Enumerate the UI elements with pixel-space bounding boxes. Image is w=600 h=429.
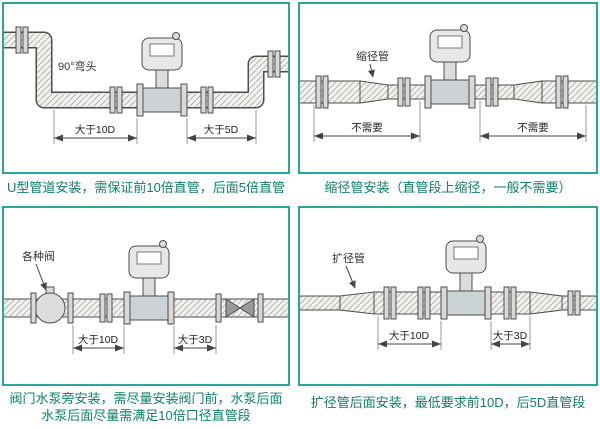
expander-leader [345, 265, 356, 289]
caption-reducer: 缩径管安装（直管段上缩径，一般不需要） [324, 180, 572, 195]
dim-before-label: 不需要 [351, 122, 383, 134]
flange-pairs [315, 75, 569, 109]
dim-after-label: 不需要 [517, 122, 549, 134]
flange-pairs [99, 293, 113, 323]
dimension-after: 大于3D [173, 325, 217, 354]
valve-leader [35, 263, 47, 291]
caption-u-pipe: U型管道安装，需保证前10倍直管，后面5倍直管 [6, 180, 286, 195]
flange-pairs [15, 26, 281, 114]
diagram-valve-pump: 各种阀 大于10D 大于3D [4, 240, 288, 354]
dimension-after: 不需要 [479, 101, 587, 142]
dim-before-label: 大于10D [75, 123, 116, 136]
panel-u-pipe: 90°弯头 大于10D 大于5D [2, 2, 290, 174]
reducer-leader [368, 63, 375, 78]
diagram-reducer: 缩径管 不需要 不需要 [300, 24, 596, 142]
flow-meter [424, 24, 476, 109]
expander-label: 扩径管 [332, 251, 365, 265]
caption-valve-pump-line2: 水泵后面尽量需满足10倍口径直管段 [41, 408, 251, 423]
dim-after-label: 大于3D [493, 329, 528, 342]
gate-valve [215, 293, 264, 323]
diagram-u-pipe: 90°弯头 大于10D 大于5D [4, 26, 288, 144]
caption-valve-pump: 阀门水泵旁安装，需尽量安装阀门前，水泵后面 水泵后面尽量需满足10倍口径直管段 [2, 390, 290, 424]
caption-valve-pump-line1: 阀门水泵旁安装，需尽量安装阀门前，水泵后面 [9, 391, 283, 406]
valve-label: 各种阀 [22, 249, 55, 263]
elbow-label: 90°弯头 [58, 59, 97, 73]
dimension-before: 大于10D [377, 316, 442, 350]
flange-pairs [383, 286, 581, 320]
dimension-before: 不需要 [313, 101, 421, 142]
dim-before-label: 大于10D [78, 333, 119, 346]
dimension-before: 大于10D [72, 325, 125, 354]
flow-meter [123, 240, 175, 325]
panel-reducer: 缩径管 不需要 不需要 [298, 2, 598, 174]
caption-expander: 扩径管后面安装，最低要求前10D，后5D直管段 [310, 395, 586, 410]
dimension-before: 大于10D [53, 110, 138, 144]
panel-valve-pump: 各种阀 大于10D 大于3D [2, 206, 290, 386]
flow-meter [440, 235, 492, 320]
dim-after-label: 大于3D [178, 333, 213, 346]
flow-meter [136, 32, 188, 117]
dim-before-label: 大于10D [389, 329, 430, 342]
diagram-expander: 扩径管 大于10D 大于3D [300, 235, 596, 350]
dimension-after: 大于3D [490, 316, 531, 350]
reducer-label: 缩径管 [356, 49, 389, 63]
dim-after-label: 大于5D [204, 123, 239, 136]
panel-expander: 扩径管 大于10D 大于3D [298, 206, 598, 386]
ball-valve [30, 286, 74, 324]
dimension-after: 大于5D [186, 110, 257, 144]
